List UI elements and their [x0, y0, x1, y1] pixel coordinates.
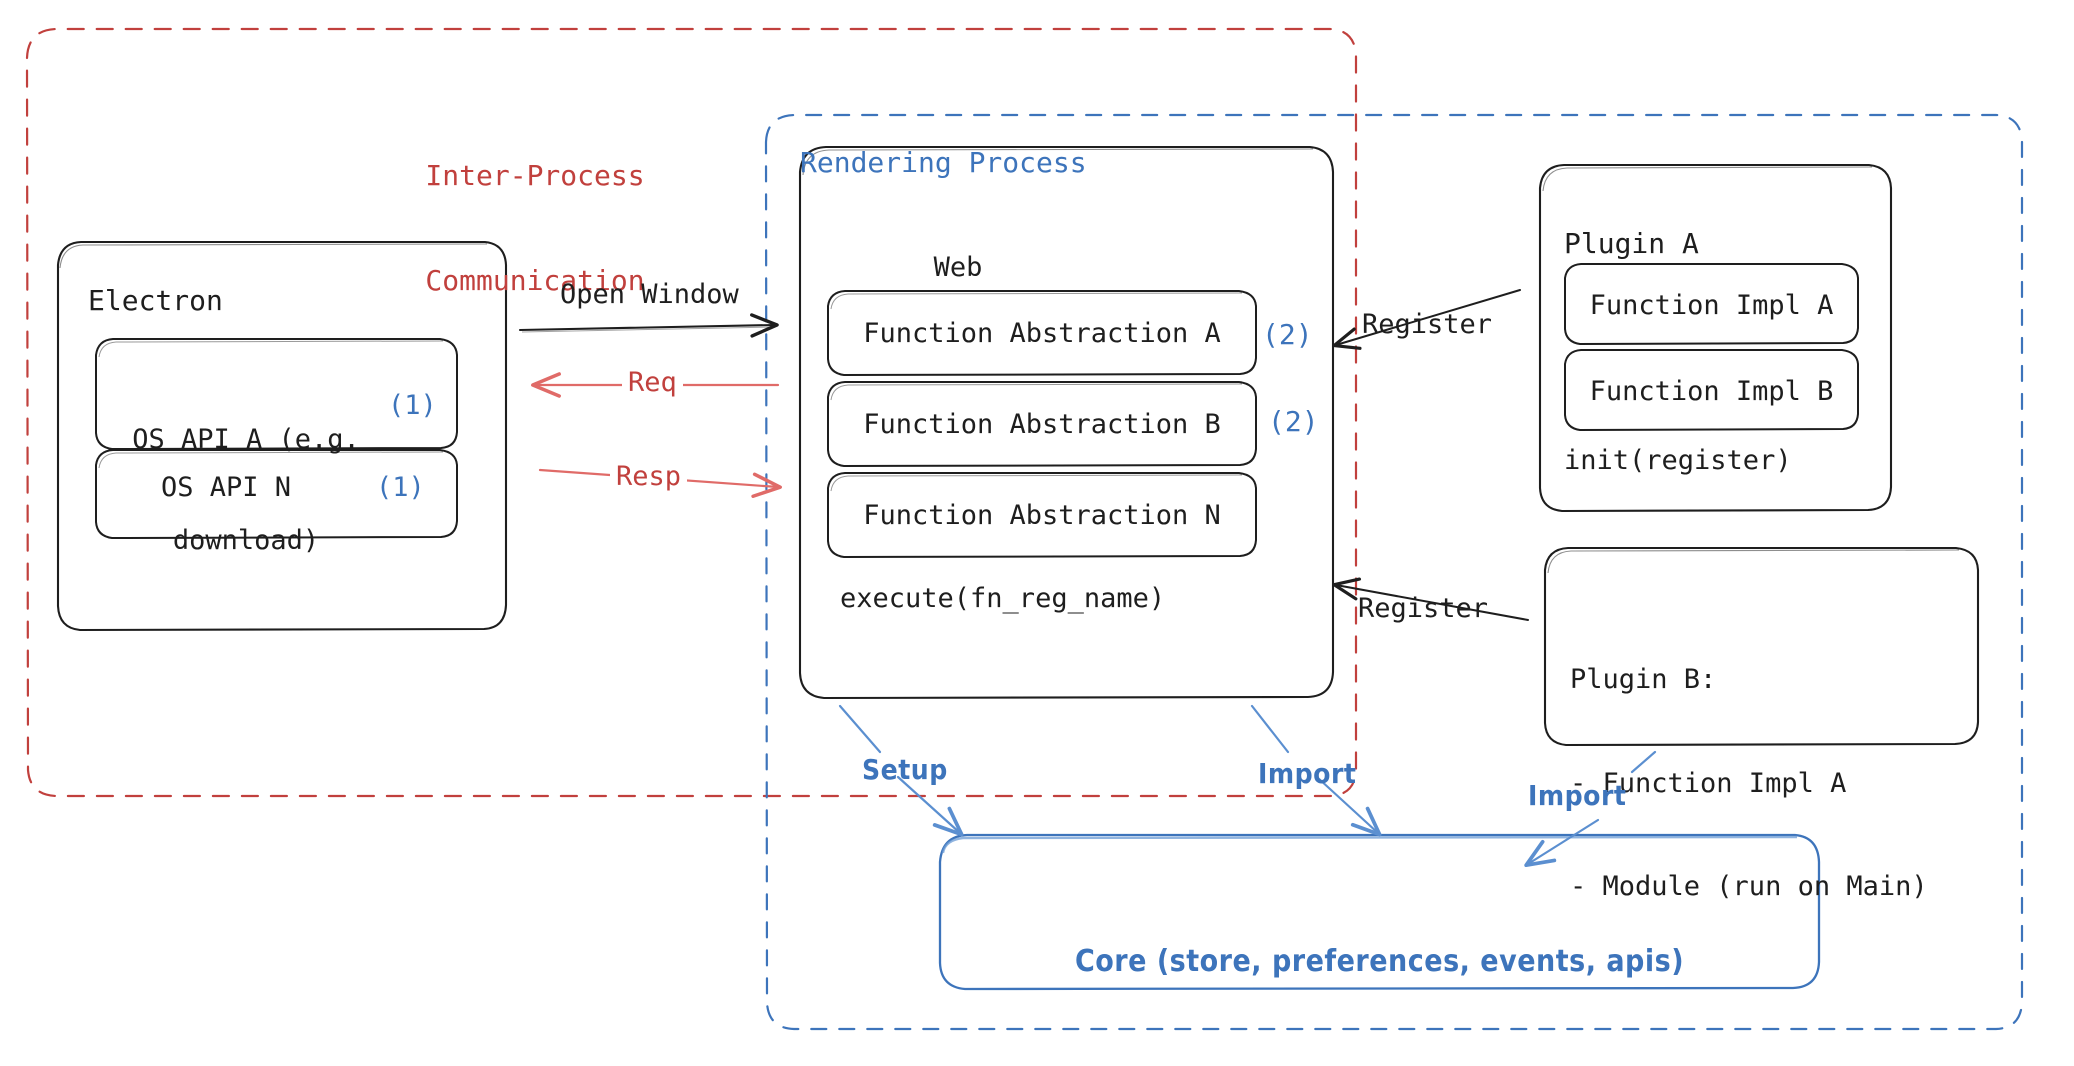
plugin-b-item-1: - Module (run on Main)	[1570, 871, 1928, 903]
os-api-n-label: OS API N	[160, 472, 292, 503]
plugin-a-footer-init: init(register)	[1564, 445, 1792, 476]
web-footer-execute: execute(fn_reg_name)	[840, 583, 1166, 614]
arrow-label-req: Req	[622, 366, 683, 400]
os-api-a-marker: (1)	[388, 390, 437, 421]
function-abstraction-b-marker: (2)	[1268, 405, 1319, 438]
plugin-b-content: Plugin B: - Function Impl A - Module (ru…	[1570, 594, 1928, 974]
os-api-a-label: OS API A (e.g. download)	[132, 423, 360, 556]
arrow-label-resp: Resp	[610, 460, 688, 494]
rendering-process-label: Rendering Process	[800, 146, 1087, 179]
ipc-container-label: Inter-Process Communication	[425, 159, 645, 297]
arrow-label-register-a: Register	[1362, 309, 1493, 340]
os-api-n-marker: (1)	[376, 472, 425, 503]
function-impl-a-label: Function Impl A	[1589, 290, 1834, 321]
function-abstraction-b-label: Function Abstraction B	[863, 409, 1221, 440]
plugin-b-item-0: - Function Impl A	[1570, 767, 1847, 799]
plugin-a-title: Plugin A	[1564, 227, 1699, 260]
electron-title: Electron	[88, 284, 223, 317]
arrow-label-import-web: Import	[1258, 757, 1357, 790]
arrow-label-import-plugin: Import	[1528, 779, 1627, 812]
plugin-b-title: Plugin B:	[1570, 664, 1717, 696]
core-line-0: Core (store, preferences, events, apis)	[1074, 943, 1685, 979]
function-abstraction-n-label: Function Abstraction N	[863, 500, 1221, 531]
function-impl-b-label: Function Impl B	[1589, 376, 1834, 407]
function-abstraction-a-marker: (2)	[1262, 318, 1313, 351]
function-abstraction-a-label: Function Abstraction A	[863, 318, 1221, 349]
arrow-label-open-window: Open Window	[560, 279, 739, 310]
arrow-label-setup: Setup	[862, 753, 948, 786]
web-title: Web	[933, 252, 983, 283]
arrow-label-register-b: Register	[1358, 593, 1489, 624]
core-content: Core (store, preferences, events, apis) …	[940, 858, 1819, 1066]
